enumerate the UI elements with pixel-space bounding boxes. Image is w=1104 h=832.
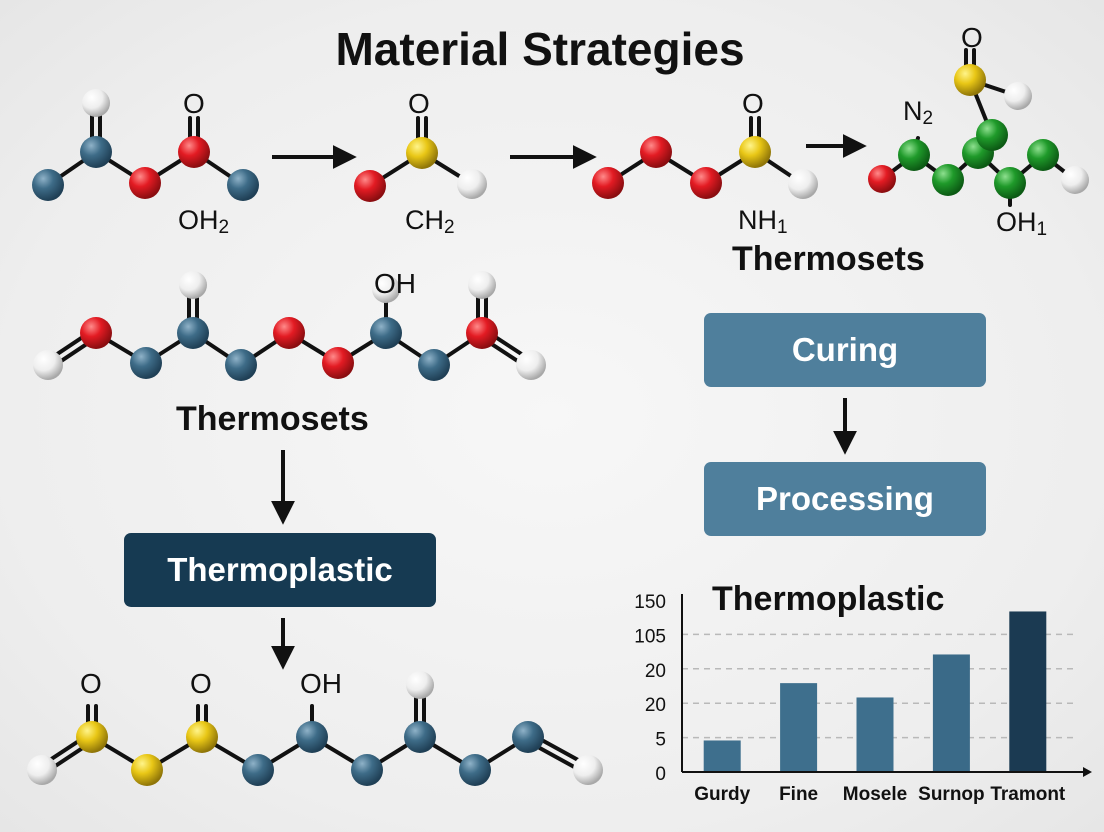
oxygen-atom bbox=[868, 165, 896, 193]
formula-m2: CH2 bbox=[405, 205, 455, 238]
x-tick-label: Tramont bbox=[990, 784, 1066, 805]
heading-thermosets-left: Thermosets bbox=[176, 400, 369, 438]
hydrogen-atom bbox=[179, 271, 207, 299]
sulfur-atom bbox=[406, 137, 438, 169]
sulfur-atom bbox=[76, 721, 108, 753]
bar-fine bbox=[780, 683, 818, 772]
page-title: Material Strategies bbox=[335, 23, 745, 75]
y-tick-label: 0 bbox=[655, 764, 666, 785]
carbon-atom bbox=[130, 347, 162, 379]
y-tick-label: 105 bbox=[634, 626, 666, 647]
carbon-atom bbox=[404, 721, 436, 753]
carbon-atom bbox=[227, 169, 259, 201]
x-tick-label: Mosele bbox=[843, 784, 907, 805]
hydrogen-atom bbox=[468, 271, 496, 299]
curing-box: Curing bbox=[704, 313, 986, 387]
oxygen-atom bbox=[273, 317, 305, 349]
nitrogen-atom bbox=[994, 167, 1026, 199]
thermoplastic-box: Thermoplastic bbox=[124, 533, 436, 607]
carbon-atom bbox=[32, 169, 64, 201]
carbon-atom bbox=[370, 317, 402, 349]
atoms bbox=[27, 64, 1089, 786]
bar-mosele bbox=[856, 697, 894, 772]
oxygen-atom bbox=[640, 136, 672, 168]
carbon-atom bbox=[242, 754, 274, 786]
hydrogen-atom bbox=[1004, 82, 1032, 110]
sulfur-atom bbox=[131, 754, 163, 786]
chart-title: Thermoplastic bbox=[712, 580, 944, 618]
bar-surnop bbox=[932, 654, 970, 772]
atom-label-oh-thermoset-chain: OH bbox=[374, 268, 416, 299]
hydrogen-atom bbox=[406, 671, 434, 699]
heading-thermosets-right: Thermosets bbox=[732, 240, 925, 278]
chart-axes bbox=[681, 594, 1092, 777]
carbon-atom bbox=[459, 754, 491, 786]
atom-label-o-chain-2: O bbox=[190, 668, 212, 699]
carbon-atom bbox=[177, 317, 209, 349]
hydrogen-atom bbox=[1061, 166, 1089, 194]
oxygen-atom bbox=[322, 347, 354, 379]
atom-label-o-chain-1: O bbox=[80, 668, 102, 699]
sulfur-atom bbox=[186, 721, 218, 753]
y-tick-label: 150 bbox=[634, 592, 666, 613]
hydrogen-atom bbox=[573, 755, 603, 785]
nitrogen-atom bbox=[976, 119, 1008, 151]
atom-label-o-m4: O bbox=[961, 22, 983, 53]
atom-label-o-m1: O bbox=[183, 88, 205, 119]
carbon-atom bbox=[351, 754, 383, 786]
oxygen-atom bbox=[80, 317, 112, 349]
y-tick-label: 5 bbox=[655, 730, 666, 751]
x-tick-label: Surnop bbox=[918, 784, 985, 805]
atom-label-o-m2: O bbox=[408, 88, 430, 119]
oxygen-atom bbox=[178, 136, 210, 168]
atom-label-o-m3: O bbox=[742, 88, 764, 119]
bar-gurdy bbox=[703, 740, 741, 772]
nitrogen-atom bbox=[1027, 139, 1059, 171]
x-tick-label: Gurdy bbox=[694, 784, 750, 805]
y-tick-label: 20 bbox=[645, 695, 666, 716]
hydrogen-atom bbox=[33, 350, 63, 380]
hydrogen-atom bbox=[27, 755, 57, 785]
nitrogen-atom bbox=[932, 164, 964, 196]
carbon-atom bbox=[418, 349, 450, 381]
x-axis-arrowhead bbox=[1083, 767, 1092, 777]
carbon-atom bbox=[80, 136, 112, 168]
formula-m4-bottom: OH1 bbox=[996, 207, 1048, 240]
y-tick-label: 20 bbox=[645, 661, 666, 682]
sulfur-atom bbox=[739, 136, 771, 168]
chart-bars bbox=[703, 611, 1047, 772]
processing-box: Processing bbox=[704, 462, 986, 536]
oxygen-atom bbox=[592, 167, 624, 199]
formula-m4-top: N2 bbox=[903, 96, 934, 129]
oxygen-atom bbox=[354, 170, 386, 202]
hydrogen-atom bbox=[82, 89, 110, 117]
hydrogen-atom bbox=[457, 169, 487, 199]
formula-m3: NH1 bbox=[738, 205, 788, 238]
oxygen-atom bbox=[466, 317, 498, 349]
hydrogen-atom bbox=[372, 275, 400, 303]
hydrogen-atom bbox=[788, 169, 818, 199]
carbon-atom bbox=[512, 721, 544, 753]
bar-tramont bbox=[1009, 611, 1047, 772]
hydrogen-atom bbox=[516, 350, 546, 380]
carbon-atom bbox=[225, 349, 257, 381]
formula-m1: OH2 bbox=[178, 205, 230, 238]
carbon-atom bbox=[296, 721, 328, 753]
nitrogen-atom bbox=[898, 139, 930, 171]
oxygen-atom bbox=[129, 167, 161, 199]
x-tick-label: Fine bbox=[779, 784, 818, 805]
flow-arrows bbox=[271, 134, 867, 670]
sulfur-atom bbox=[954, 64, 986, 96]
atom-label-oh-chain: OH bbox=[300, 668, 342, 699]
oxygen-atom bbox=[690, 167, 722, 199]
